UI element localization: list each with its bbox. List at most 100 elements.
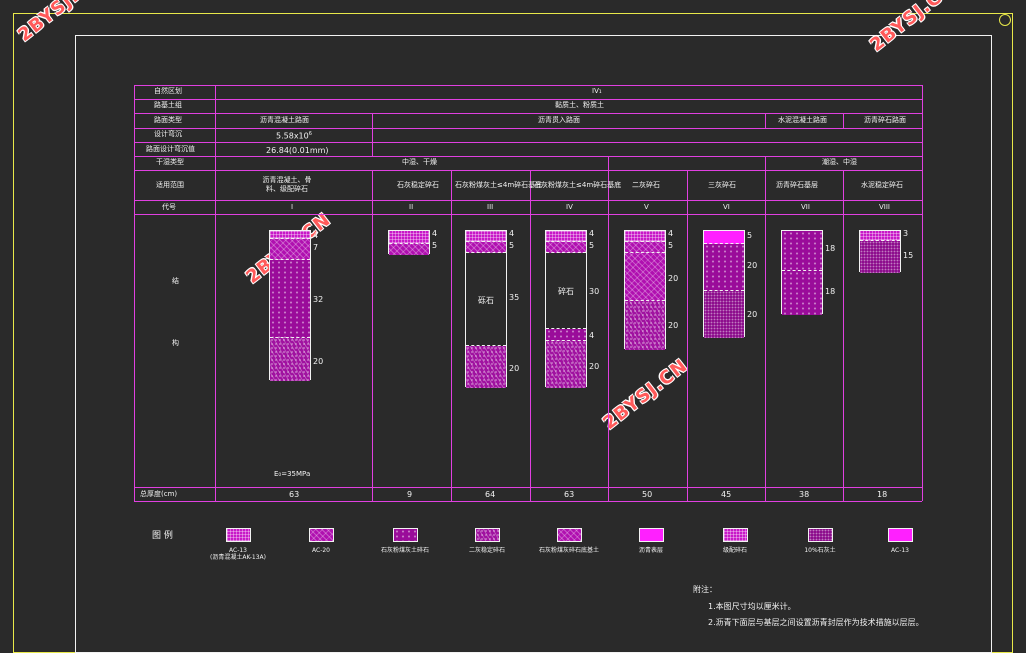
pavement-layer [466,231,506,242]
zone-value: IV₁ [592,87,602,95]
row-label-pavement-type: 路面类型 [154,116,182,124]
layer-thickness-label: 4 [668,229,674,238]
legend-label: 沥青表层 [639,547,663,554]
structure-column-2 [388,230,430,255]
layer-thickness-label: 4 [509,229,515,238]
type-asphalt: 沥青混凝土路面 [260,116,309,124]
layer-thickness-label: 7 [313,243,319,252]
legend-swatch [226,528,251,542]
code-cell: II [409,203,414,211]
note-2: 2.沥青下面层与基层之间设置沥青封层作为技术措施以层层。 [708,618,924,627]
table-row-line [134,156,922,157]
table-col-line [530,170,531,501]
pavement-layer: 砾石 [466,253,506,346]
legend-label-text: 级配碎石 [722,547,748,554]
table-col-line [765,170,766,501]
pavement-layer [625,242,665,253]
pavement-layer [782,271,822,315]
table-row-line [134,128,922,129]
scope-col-4: 石灰粉煤灰土≤4m碎石基底 [534,181,622,189]
layer-thickness-label: 3 [903,229,909,238]
row-label-moisture: 干湿类型 [156,158,184,166]
design-deflection-value: 5.58x106 [276,131,312,141]
pavement-layer [546,329,586,341]
layer-thickness-label: 5 [747,231,753,240]
legend-label-text: AC-20 [312,547,330,554]
layer-material-label: 碎石 [558,287,574,296]
frame-corner-marker [999,14,1011,26]
total-thickness-cell: 64 [485,490,496,499]
pavement-layer: 碎石 [546,253,586,329]
layer-thickness-label: 18 [825,244,836,253]
layer-thickness-label: 5 [668,241,674,250]
layer-thickness-label: 4 [589,331,595,340]
pavement-layer [270,231,310,239]
total-thickness-cell: 18 [877,490,888,499]
legend-label-text: 二灰稳定碎石 [468,547,506,554]
table-col-line [843,113,844,128]
table-row-line [134,85,922,86]
code-cell: IV [566,203,573,211]
total-thickness-cell: 45 [721,490,732,499]
code-cell: VIII [879,203,890,211]
layer-thickness-label: 5 [432,241,438,250]
row-label-structure-1: 结 [172,277,179,285]
soil-value: 黏质土、粉质土 [555,101,604,109]
pavement-layer [625,301,665,350]
table-col-line [765,113,766,128]
scope-col-3: 石灰粉煤灰土≤4m碎石基底 [455,181,543,189]
code-cell: III [487,203,494,211]
layer-thickness-label: 18 [825,287,836,296]
table-col-line [843,170,844,501]
pavement-layer [704,231,744,244]
table-col-line [608,170,609,501]
layer-thickness-label: 35 [509,293,520,302]
layer-thickness-label: 4 [589,229,595,238]
legend-label: 二灰稳定碎石 [469,547,505,554]
row-label-design-value: 路面设计弯沉值 [146,145,195,153]
structure-column-6 [703,230,745,338]
legend-label-sub: (沥青混凝土AK-13A) [210,554,266,562]
legend-label: AC-13(沥青混凝土AK-13A) [210,547,266,561]
table-col-line [134,85,135,501]
legend-label-text: 10%石灰土 [804,547,836,554]
layer-thickness-label: 20 [668,321,679,330]
table-col-line [687,170,688,501]
pavement-layer [546,341,586,388]
table-row-line [134,200,922,201]
table-col-line [372,113,373,156]
layer-thickness-label: 20 [747,310,758,319]
legend-swatch [475,528,500,542]
table-row-line [134,99,922,100]
legend-label-text: AC-13 [229,547,247,554]
pavement-layer [270,260,310,338]
table-row-line [134,487,922,488]
moisture-dry: 中湿、干燥 [402,158,437,166]
note-1: 1.本图尺寸均以厘米计。 [708,602,796,611]
table-row-line [134,214,922,215]
layer-material-label: 砾石 [478,295,494,305]
code-cell: VII [801,203,810,211]
pavement-layer [625,231,665,242]
legend-label: 石灰粉煤灰土碎石 [381,547,429,554]
pavement-layer [860,231,900,241]
table-col-line [765,156,766,170]
total-thickness-cell: 50 [642,490,653,499]
legend-label: AC-20 [312,547,330,554]
type-penetration: 沥青贯入路面 [538,116,580,124]
scope-col-7: 沥青碎石基层 [776,181,818,189]
layer-thickness-label: 5 [509,241,515,250]
pavement-layer [389,244,429,255]
scope-col-5: 二灰碎石 [632,181,660,189]
layer-thickness-label: 20 [509,364,520,373]
type-gravel: 沥青碎石路面 [864,116,906,124]
legend-label: 石灰粉煤灰碎石底基土 [539,547,599,554]
structure-column-7 [781,230,823,315]
structure-column-1 [269,230,311,381]
pavement-layer [704,291,744,338]
layer-thickness-label: 20 [668,274,679,283]
row-label-design-deflection: 设计弯沉 [154,130,182,138]
row-label-total: 总厚度(cm) [140,490,178,498]
total-thickness-cell: 63 [564,490,575,499]
row-label-structure-2: 构 [172,339,179,347]
